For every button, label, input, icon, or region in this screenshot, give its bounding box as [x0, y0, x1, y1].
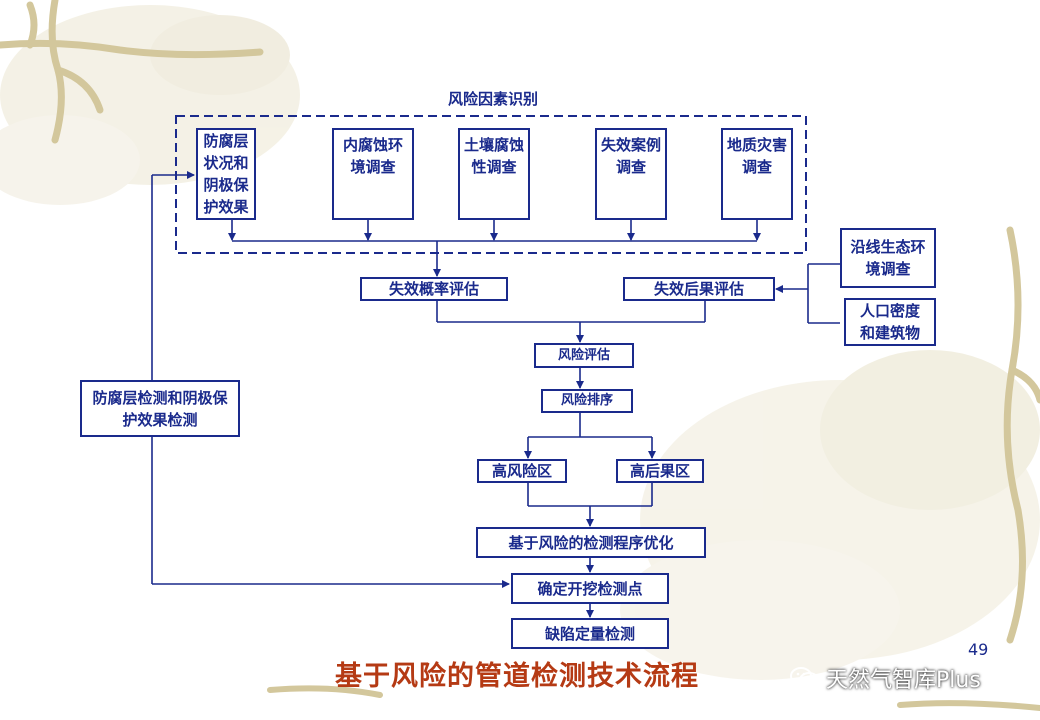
- node-failure-probability: 失效概率评估: [360, 277, 508, 301]
- node-defect-quantification: 缺陷定量检测: [511, 618, 669, 649]
- node-internal-corrosion-survey: 内腐蚀环 境调查: [332, 128, 414, 220]
- node-soil-corrosivity-survey: 土壤腐蚀 性调查: [458, 128, 530, 220]
- node-population-buildings: 人口密度 和建筑物: [844, 298, 936, 346]
- watermark: 天然气智库Plus: [790, 662, 981, 694]
- flower-decoration: [0, 5, 1040, 680]
- node-eco-environment-survey: 沿线生态环 境调查: [840, 228, 936, 288]
- vine-decoration-bottom: [267, 685, 1040, 711]
- node-risk-based-optimization: 基于风险的检测程序优化: [476, 527, 706, 558]
- node-failure-consequence: 失效后果评估: [623, 277, 775, 301]
- node-excavation-point: 确定开挖检测点: [511, 573, 669, 604]
- node-risk-ranking: 风险排序: [541, 389, 633, 413]
- node-failure-case-survey: 失效案例 调查: [595, 128, 667, 220]
- node-high-consequence-area: 高后果区: [616, 459, 704, 483]
- vine-decoration: [0, 0, 264, 144]
- watermark-text: 天然气智库Plus: [826, 668, 981, 693]
- wechat-icon: [790, 667, 819, 688]
- connector-lines: [151, 171, 840, 618]
- node-coating-cp-status: 防腐层 状况和 阴极保 护效果: [196, 128, 256, 220]
- node-high-risk-area: 高风险区: [477, 459, 567, 483]
- slide-title: 基于风险的管道检测技术流程: [335, 661, 699, 692]
- vine-decoration-right: [1003, 226, 1040, 644]
- page-number: 49: [968, 640, 989, 659]
- risk-factor-group-label: 风险因素识别: [448, 90, 539, 108]
- node-risk-assessment: 风险评估: [534, 343, 634, 368]
- node-coating-cp-detection: 防腐层检测和阴极保 护效果检测: [80, 380, 240, 437]
- node-geohazard-survey: 地质灾害 调查: [721, 128, 793, 220]
- risk-factor-group-frame: [175, 115, 807, 254]
